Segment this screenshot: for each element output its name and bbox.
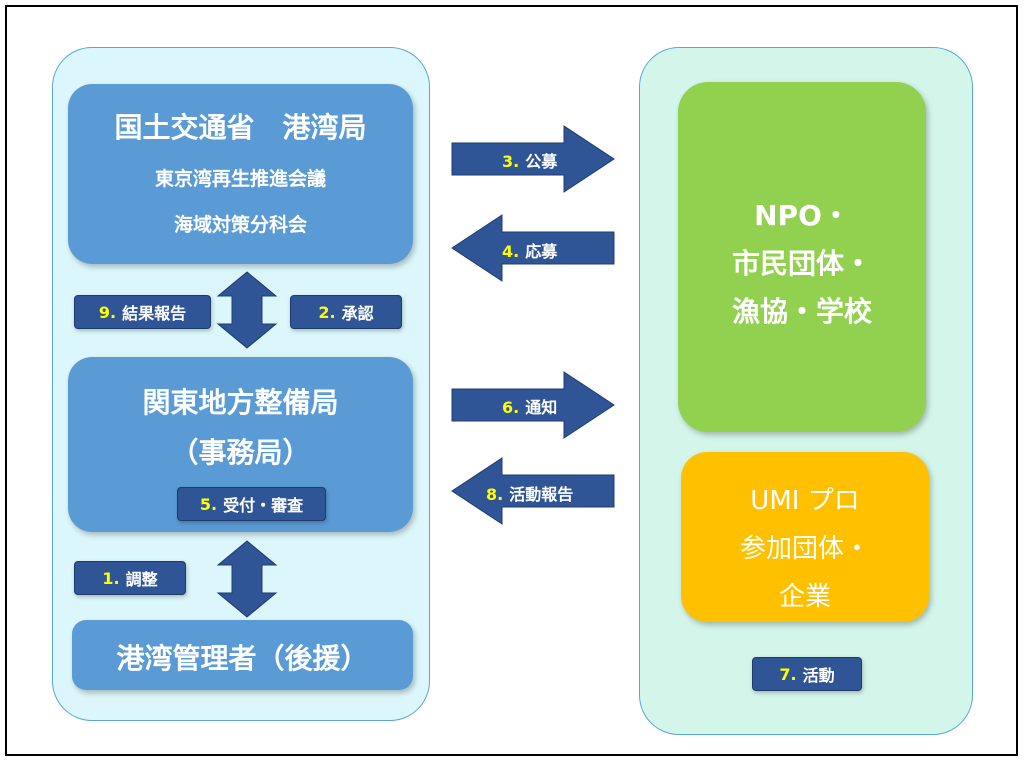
- approve-report-double-arrow: [216, 271, 278, 349]
- recruitment-arrow-right: [451, 125, 615, 193]
- npo-line-3: 漁協・学校: [731, 295, 872, 328]
- step-2-label: 2. 承認: [290, 295, 402, 329]
- step-4-label: 4. 応募: [502, 238, 557, 262]
- mlit-council: 東京湾再生推進会議: [154, 168, 326, 190]
- umi-line-1: UMI プロ: [750, 486, 860, 516]
- step-8-number: 8.: [486, 485, 504, 504]
- port-title: 港湾管理者（後援）: [116, 642, 369, 675]
- step-5-label: 5. 受付・審査: [177, 487, 326, 521]
- step-5-text: 受付・審査: [223, 496, 304, 515]
- npo-citizen-group-box: NPO・ 市民団体・ 漁協・学校: [678, 82, 926, 432]
- mlit-subcommittee: 海域対策分科会: [173, 214, 307, 236]
- notification-arrow-right: [451, 371, 615, 439]
- step-7-label: 7. 活動: [752, 657, 862, 691]
- npo-line-1: NPO・: [754, 199, 850, 232]
- npo-line-2: 市民団体・: [731, 247, 872, 280]
- mlit-ports-bureau-box: 国土交通省 港湾局 東京湾再生推進会議 海域対策分科会: [68, 84, 413, 264]
- step-2-number: 2.: [318, 302, 336, 322]
- step-4-text: 応募: [525, 242, 558, 261]
- mlit-title: 国土交通省 港湾局: [114, 111, 367, 144]
- step-9-number: 9.: [98, 302, 117, 322]
- step-6-label: 6. 通知: [502, 394, 557, 418]
- step-8-label: 8. 活動報告: [486, 481, 573, 505]
- step-5-number: 5.: [199, 494, 218, 514]
- port-manager-box: 港湾管理者（後援）: [72, 620, 413, 690]
- step-7-number: 7.: [779, 664, 797, 684]
- umi-project-participants-box: UMI プロ 参加団体・ 企業: [681, 452, 929, 622]
- step-8-text: 活動報告: [509, 485, 574, 504]
- coordination-double-arrow: [216, 540, 278, 618]
- application-arrow-left: [451, 214, 615, 282]
- step-3-text: 公募: [525, 152, 558, 171]
- umi-line-2: 参加団体・: [739, 534, 870, 564]
- step-1-number: 1.: [102, 568, 120, 588]
- ktr-subtitle: （事務局）: [170, 436, 311, 469]
- step-6-text: 通知: [525, 398, 558, 417]
- step-1-label: 1. 調整: [74, 561, 186, 595]
- umi-line-3: 企業: [778, 582, 831, 612]
- step-2-text: 承認: [341, 304, 374, 323]
- step-1-text: 調整: [125, 570, 158, 589]
- step-9-label: 9. 結果報告: [74, 295, 211, 329]
- step-4-number: 4.: [502, 242, 520, 261]
- step-3-label: 3. 公募: [502, 148, 557, 172]
- ktr-title: 関東地方整備局: [142, 386, 339, 419]
- step-7-text: 活動: [802, 666, 835, 685]
- step-9-text: 結果報告: [122, 304, 187, 323]
- step-6-number: 6.: [502, 398, 520, 417]
- step-3-number: 3.: [502, 152, 520, 171]
- activity-report-arrow-left: [451, 457, 615, 525]
